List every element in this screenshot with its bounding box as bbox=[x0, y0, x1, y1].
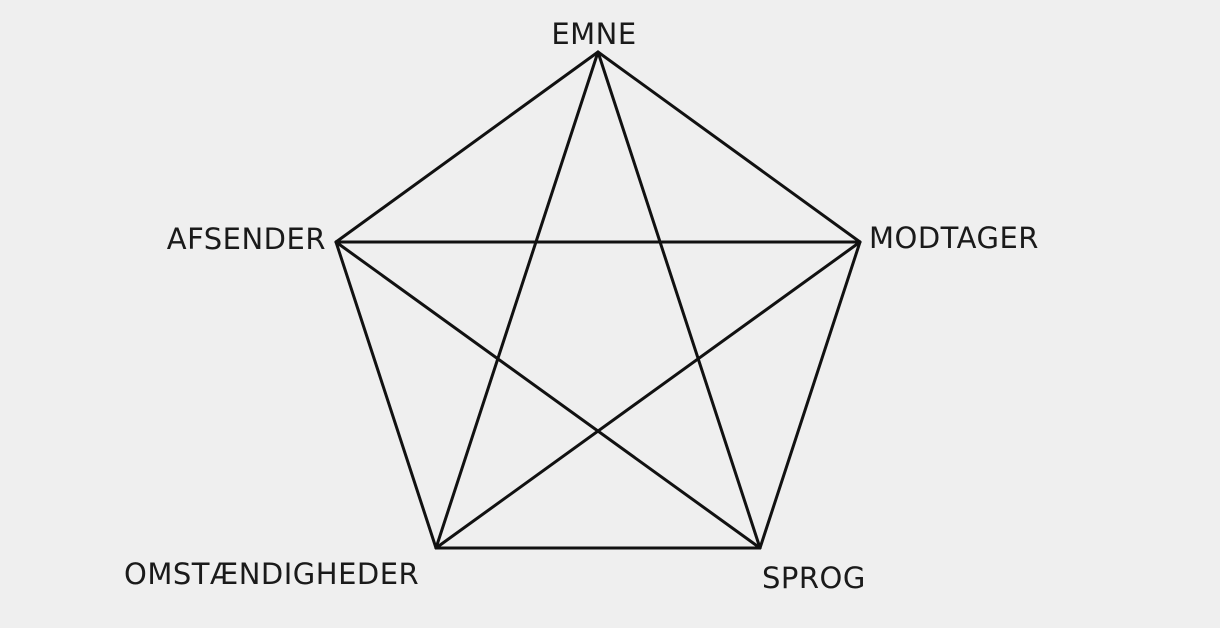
node-label-modtager: MODTAGER bbox=[869, 221, 1039, 255]
edge-afsender-sprog bbox=[334, 240, 762, 550]
node-label-omstaendigheder: OMSTÆNDIGHEDER bbox=[124, 557, 419, 591]
node-label-emne: EMNE bbox=[551, 17, 636, 51]
edge-afsender-emne bbox=[334, 50, 600, 244]
edge-emne-sprog bbox=[596, 50, 762, 550]
node-label-afsender: AFSENDER bbox=[167, 222, 326, 256]
edge-emne-modtager bbox=[596, 50, 862, 244]
edge-modtager-sprog bbox=[758, 240, 862, 550]
edge-omstaendigheder-afsender bbox=[334, 240, 438, 550]
labels-layer: EMNE MODTAGER SPROG OMSTÆNDIGHEDER AFSEN… bbox=[124, 17, 1039, 595]
edge-emne-omstaendigheder bbox=[434, 50, 600, 550]
node-label-sprog: SPROG bbox=[762, 561, 866, 595]
edges-layer bbox=[334, 50, 862, 550]
edge-modtager-omstaendigheder bbox=[434, 240, 862, 550]
